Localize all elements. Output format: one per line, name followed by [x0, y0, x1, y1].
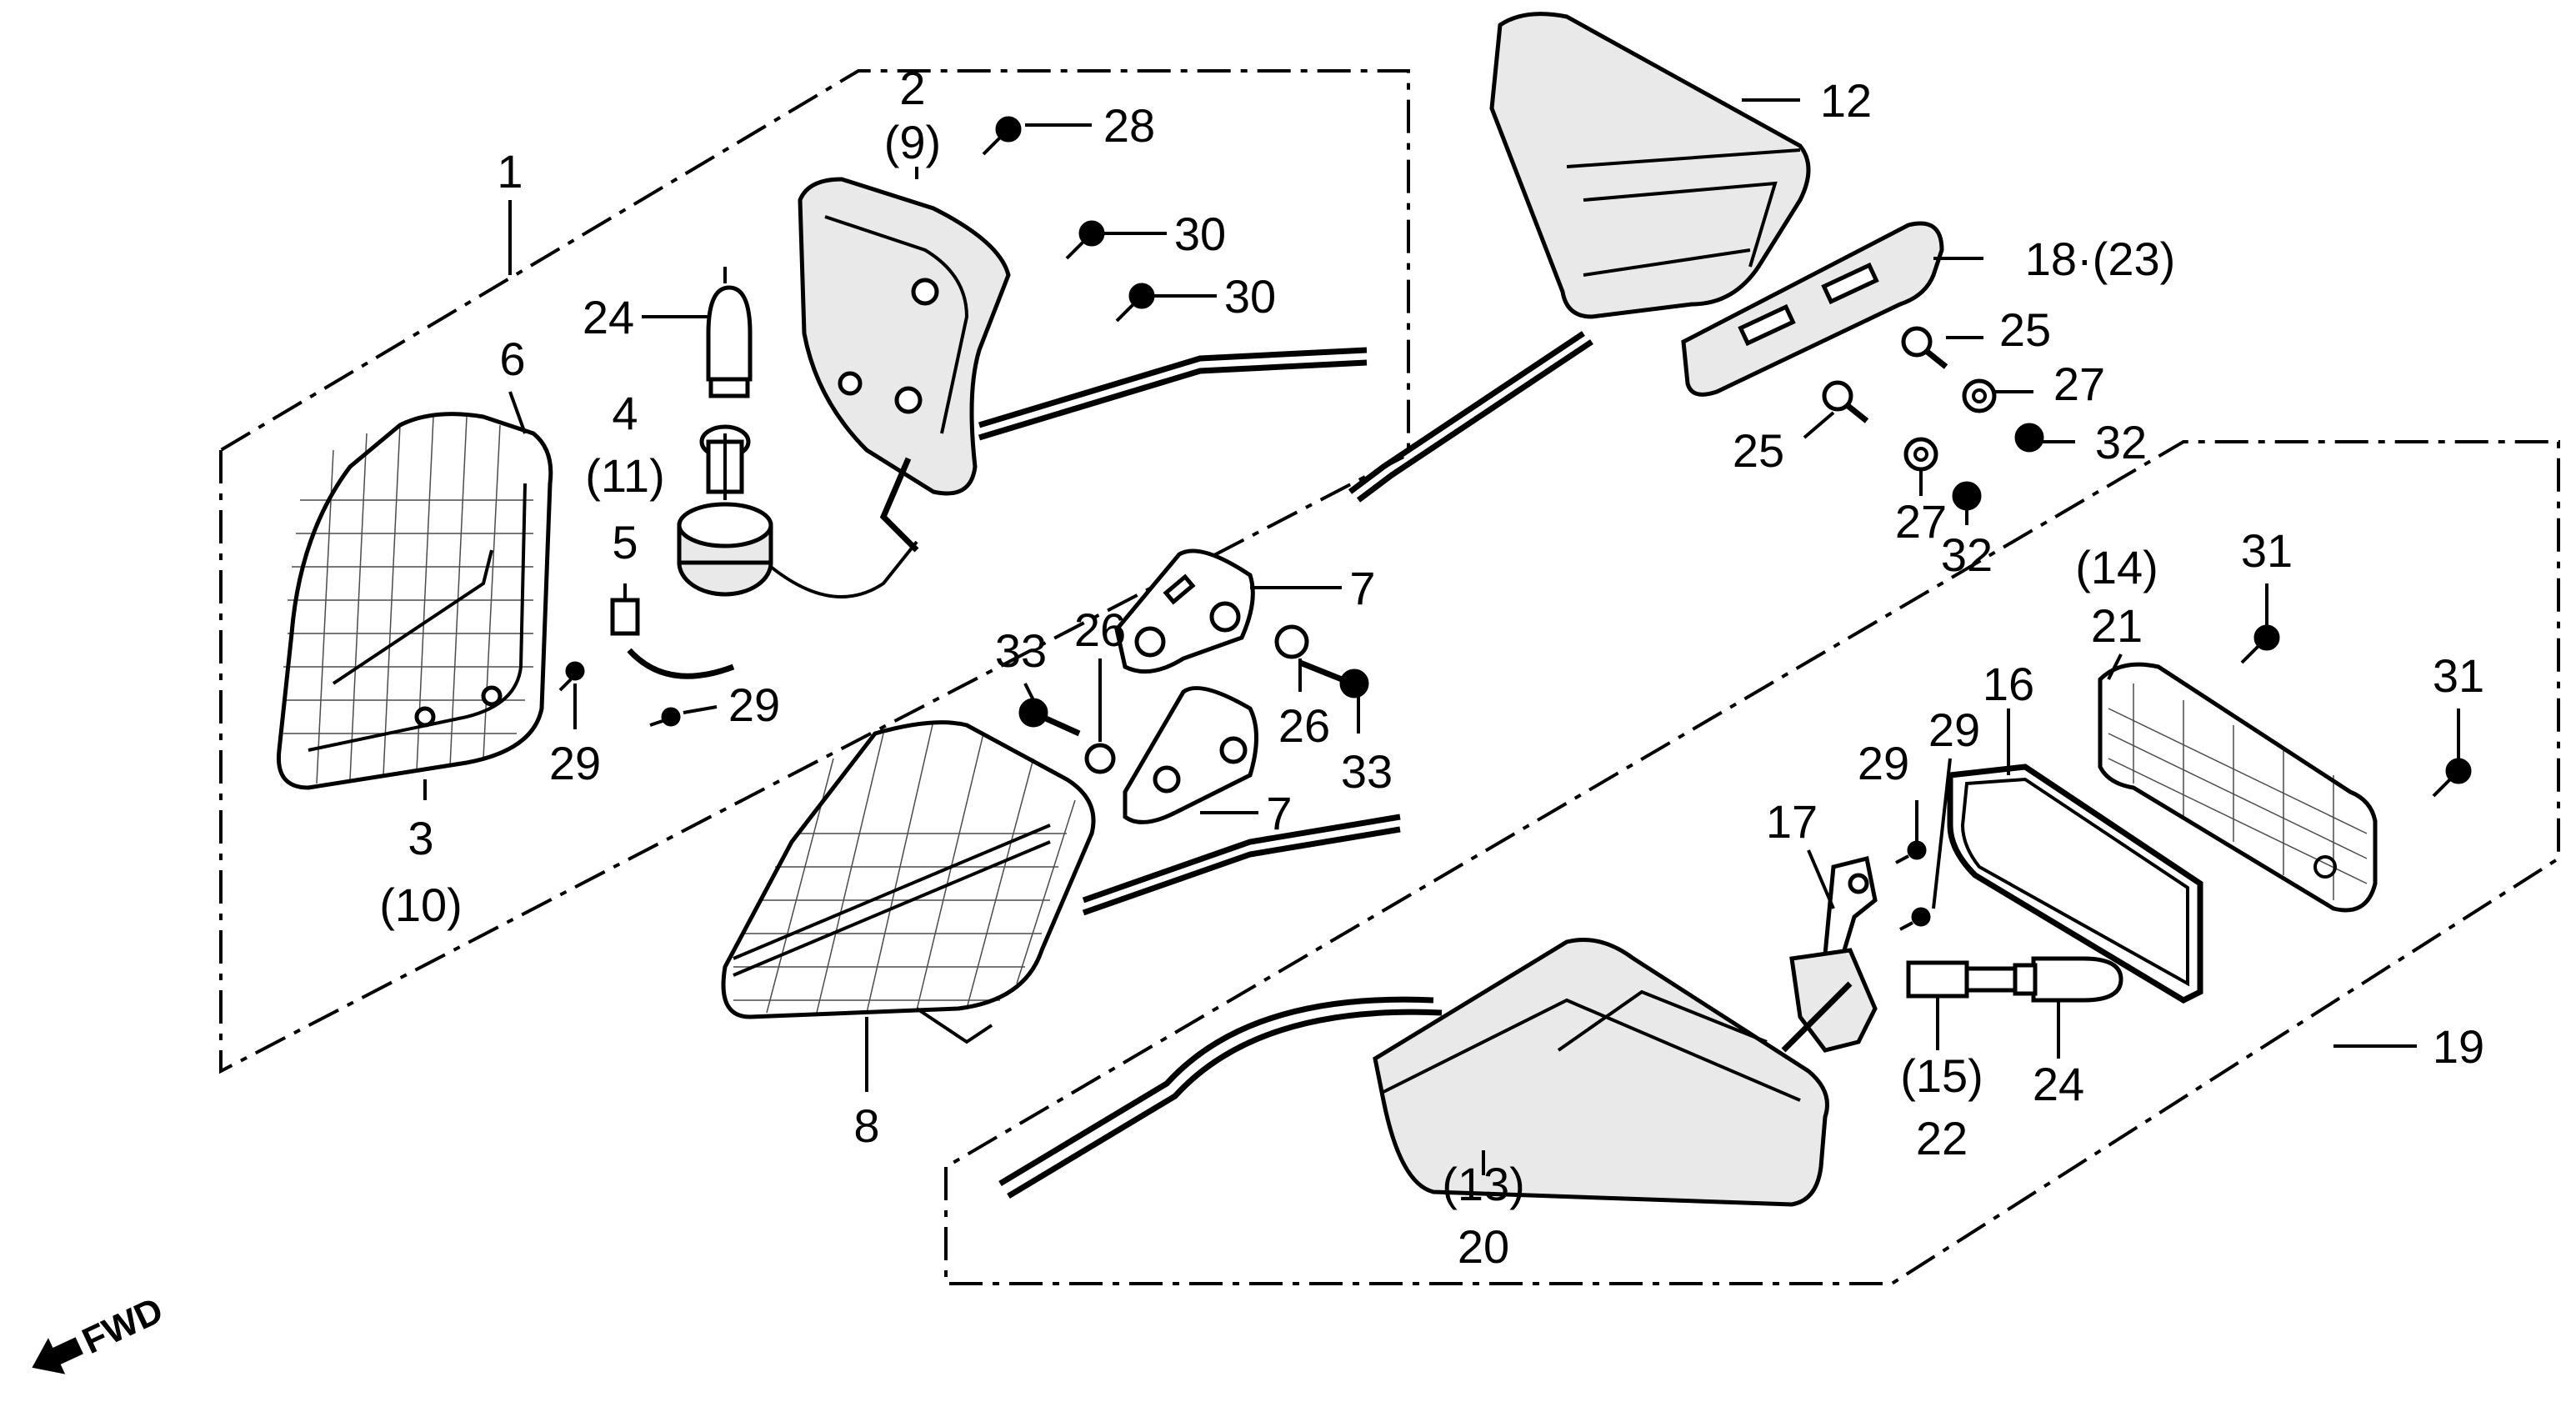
callout-12: 12 [1820, 74, 1872, 127]
callout-26-left: 26 [1074, 603, 1126, 656]
callout-2: 2 [899, 62, 925, 114]
callout-8: 8 [853, 1099, 879, 1152]
rear-lens-gasket [1947, 764, 2203, 1004]
callout-32-upper: 32 [2095, 416, 2147, 468]
callout-20: 20 [1458, 1220, 1509, 1273]
callout-24-front: 24 [583, 291, 634, 343]
rear-right-group-outline [944, 440, 2560, 1285]
nut-27-upper [1962, 378, 1997, 413]
callout-18-23: 18·(23) [2025, 233, 2176, 285]
nut-26-left [1084, 743, 1116, 774]
callout-4: 4 [612, 387, 638, 439]
rear-socket [1906, 960, 2019, 999]
front-wire-clamp [610, 598, 735, 679]
screw-30a [1065, 220, 1105, 260]
nut-32-lower [1952, 481, 1982, 511]
rear-bulb [2013, 956, 2123, 1003]
callout-3: 3 [408, 812, 433, 864]
fwd-label: FWD [76, 1289, 169, 1362]
bolt-33-left [1018, 698, 1081, 737]
callout-5: 5 [612, 516, 638, 568]
nut-27-lower [1903, 437, 1938, 472]
front-left-group-outline [219, 69, 1410, 1074]
callout-25-lower: 25 [1733, 424, 1784, 477]
nut-32-upper [2014, 423, 2044, 453]
nut-26-right [1274, 624, 1309, 659]
callout-15: (15) [1900, 1049, 1983, 1102]
callout-10: (10) [379, 879, 463, 931]
callout-6: 6 [499, 333, 525, 385]
mount-bracket-upper [1114, 548, 1255, 674]
bolt-25-lower [1822, 380, 1869, 423]
screw-31-left [2240, 624, 2280, 664]
rear-signal-base [998, 938, 1853, 1207]
callout-21: 21 [2091, 599, 2143, 652]
front-wire-harness [879, 347, 1368, 553]
callout-29-front-left: 29 [549, 737, 601, 789]
callout-9: (9) [884, 116, 941, 168]
callout-17: 17 [1766, 795, 1818, 848]
front-signal-lens [721, 720, 1401, 1044]
callout-30-lower: 30 [1224, 270, 1276, 323]
callout-22: 22 [1916, 1112, 1968, 1164]
callout-33-right: 33 [1341, 745, 1393, 798]
forward-indicator: FWD [32, 1289, 169, 1374]
front-bulb [706, 285, 753, 398]
forward-arrow-icon [32, 1337, 83, 1374]
callout-25-upper: 25 [1999, 303, 2051, 356]
callout-19: 19 [2433, 1020, 2484, 1073]
bolt-25-upper [1901, 326, 1948, 369]
mount-bracket-lower [1123, 686, 1258, 824]
callout-1: 1 [497, 145, 523, 198]
screw-30b [1115, 283, 1155, 323]
rear-mount-bracket [1681, 221, 1944, 397]
rear-signal-housing [1348, 12, 1811, 503]
callout-labels: 1 6 3 (10) 24 4 (11) 5 2 (9) 28 30 30 29… [379, 62, 2484, 1273]
callout-28: 28 [1103, 99, 1155, 152]
screw-29d [1899, 907, 1931, 931]
leader-lines [423, 98, 2460, 1175]
callout-33-left: 33 [995, 624, 1047, 677]
screw-29c [1895, 840, 1927, 864]
callout-13: (13) [1442, 1158, 1525, 1210]
rear-socket-bracket [1789, 855, 1878, 1053]
callout-7-lower: 7 [1266, 787, 1292, 839]
callout-11: (11) [585, 449, 664, 502]
callout-31-left: 31 [2241, 524, 2293, 577]
callout-24-rear: 24 [2033, 1058, 2084, 1110]
callout-29-rear-lower: 29 [1858, 737, 1909, 789]
callout-26-right: 26 [1278, 699, 1330, 752]
callout-7-upper: 7 [1349, 562, 1375, 614]
rear-signal-lens [2098, 662, 2378, 913]
callout-31-right: 31 [2433, 649, 2484, 702]
callout-27-upper: 27 [2053, 358, 2105, 410]
callout-27-lower: 27 [1895, 495, 1947, 548]
screw-31-right [2432, 758, 2472, 798]
callout-29-front-right: 29 [728, 678, 780, 731]
bolt-33-right [1298, 659, 1369, 698]
callout-16: 16 [1983, 658, 2034, 710]
screw-28 [982, 116, 1022, 156]
callout-32-lower: 32 [1941, 528, 1993, 581]
front-signal-base [798, 177, 1011, 496]
screw-29b [649, 707, 681, 727]
callout-14: (14) [2075, 541, 2158, 593]
front-lens-housing [276, 412, 553, 790]
screw-29a [558, 661, 585, 692]
callout-30-upper: 30 [1174, 208, 1226, 260]
callout-29-rear-upper: 29 [1928, 703, 1980, 756]
